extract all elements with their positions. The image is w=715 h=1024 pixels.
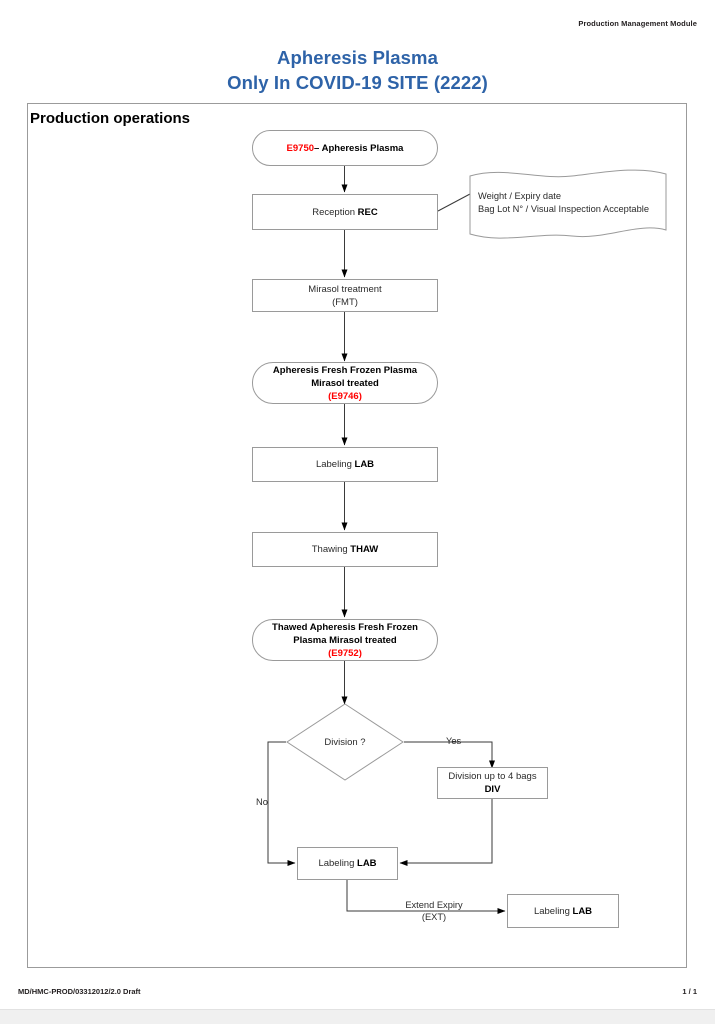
node-afftp-text: Apheresis Fresh Frozen Plasma Mirasol tr… [273, 364, 417, 403]
edge-label-extend-expiry-line-1: Extend Expiry [405, 900, 463, 910]
node-labeling2-text: Labeling LAB [318, 857, 376, 870]
node-thawing-thaw[interactable]: Thawing THAW [252, 532, 438, 567]
node-afftp-line-2: Mirasol treated [311, 377, 379, 389]
node-division-line-2: DIV [484, 784, 501, 795]
node-thawing-text: Thawing THAW [312, 543, 379, 556]
node-thawed-code: (E9752) [328, 647, 362, 659]
node-thawed-apheresis-plasma[interactable]: Thawed Apheresis Fresh Frozen Plasma Mir… [252, 619, 438, 661]
module-label: Production Management Module [578, 19, 697, 28]
edge-label-extend-expiry: Extend Expiry (EXT) [379, 899, 489, 923]
node-labeling2-label: Labeling [318, 858, 358, 869]
node-thawing-label: Thawing [311, 544, 351, 555]
node-reception-code: REC [357, 206, 378, 218]
node-labeling3-label: Labeling [533, 905, 573, 917]
node-reception-text: Reception REC [312, 206, 377, 219]
page-bottom-rule [0, 1009, 715, 1024]
page-title: Apheresis Plasma Only In COVID-19 SITE (… [0, 45, 715, 95]
node-afftp-line-1: Apheresis Fresh Frozen Plasma [272, 364, 418, 376]
node-labeling3-code: LAB [572, 905, 593, 917]
node-start-label: – Apheresis Plasma [314, 142, 404, 154]
reception-note-shape [469, 169, 667, 239]
page-title-line-2: Only In COVID-19 SITE (2222) [227, 72, 488, 93]
node-mirasol-line-2: (FMT) [332, 296, 358, 308]
node-thawed-line-2: Plasma Mirasol treated [293, 634, 397, 646]
node-labeling1-label: Labeling [315, 459, 355, 470]
node-thawing-code: THAW [350, 544, 379, 555]
node-division-div[interactable]: Division up to 4 bags DIV [437, 767, 548, 799]
node-apheresis-fresh-frozen-plasma[interactable]: Apheresis Fresh Frozen Plasma Mirasol tr… [252, 362, 438, 404]
node-mirasol-treatment[interactable]: Mirasol treatment (FMT) [252, 279, 438, 312]
node-decision-division[interactable]: Division ? [286, 703, 404, 781]
node-mirasol-line-1: Mirasol treatment [308, 283, 382, 295]
node-labeling1-text: Labeling LAB [316, 458, 374, 471]
section-title: Production operations [30, 110, 191, 127]
node-labeling2-code: LAB [357, 858, 377, 869]
edge-label-yes: Yes [446, 736, 462, 746]
node-thawed-text: Thawed Apheresis Fresh Frozen Plasma Mir… [272, 621, 418, 660]
node-labeling-lab-2[interactable]: Labeling LAB [297, 847, 398, 880]
reception-note-text: Weight / Expiry date Bag Lot N° / Visual… [478, 190, 668, 216]
node-labeling3-text: Labeling LAB [534, 905, 592, 918]
node-division-line-1: Division up to 4 bags [448, 771, 537, 782]
node-reception-label: Reception [312, 206, 358, 218]
edge-label-extend-expiry-line-2: (EXT) [421, 912, 447, 922]
edge-label-no: No [256, 797, 268, 807]
node-start-code: E9750 [286, 142, 315, 154]
footer-document-ref: MD/HMC-PROD/03312012/2.0 Draft [18, 987, 141, 996]
node-labeling1-code: LAB [354, 459, 375, 470]
node-thawed-line-1: Thawed Apheresis Fresh Frozen [272, 621, 418, 633]
node-start-text: E9750– Apheresis Plasma [287, 142, 404, 155]
node-start-apheresis-plasma[interactable]: E9750– Apheresis Plasma [252, 130, 438, 166]
node-division-text: Division up to 4 bags DIV [448, 770, 536, 796]
reception-note-line-2: Bag Lot N° / Visual Inspection Acceptabl… [478, 204, 649, 214]
node-reception-rec[interactable]: Reception REC [252, 194, 438, 230]
footer-page-number: 1 / 1 [682, 987, 697, 996]
reception-note-line-1: Weight / Expiry date [478, 191, 562, 201]
node-mirasol-text: Mirasol treatment (FMT) [308, 283, 381, 309]
decision-label: Division ? [324, 736, 366, 748]
page-title-line-1: Apheresis Plasma [277, 47, 438, 68]
node-labeling-lab-3[interactable]: Labeling LAB [507, 894, 619, 928]
node-afftp-code: (E9746) [328, 390, 362, 402]
node-labeling-lab-1[interactable]: Labeling LAB [252, 447, 438, 482]
decision-diamond-shape [286, 703, 404, 781]
